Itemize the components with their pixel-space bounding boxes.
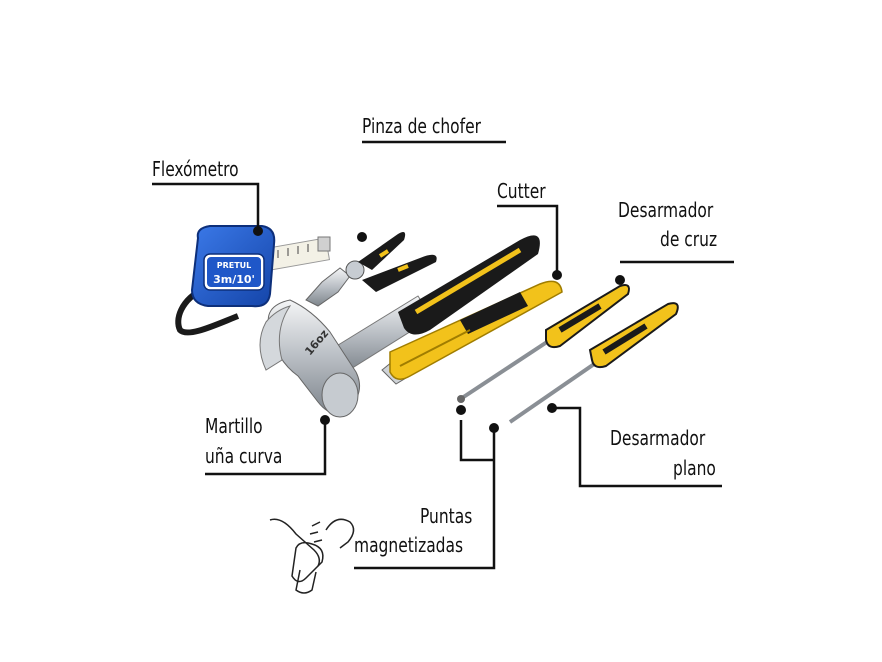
- label-flexometro: Flexómetro: [152, 157, 239, 181]
- label-desarmador-plano-line1: Desarmador: [610, 426, 706, 450]
- cutter-knife: [381, 280, 563, 385]
- label-puntas-line2: magnetizadas: [354, 533, 464, 557]
- phillips-screwdriver: [457, 284, 630, 403]
- dot-cutter: [552, 270, 562, 280]
- dot-phillips: [615, 275, 625, 285]
- magnetic-tip-icon: [269, 518, 355, 594]
- dot-tip-1: [456, 405, 466, 415]
- label-desarmador-cruz-line1: Desarmador: [618, 198, 714, 222]
- tape-size-text: 3m/10': [213, 273, 255, 286]
- label-martillo-line2: uña curva: [205, 444, 283, 468]
- dot-hammer: [320, 415, 330, 425]
- label-desarmador-cruz-line2: de cruz: [660, 227, 718, 251]
- dot-tip-2: [489, 423, 499, 433]
- label-puntas-line1: Puntas: [420, 504, 473, 528]
- pliers: [305, 232, 437, 307]
- hammer: 16oz: [259, 235, 540, 418]
- dot-pliers: [357, 232, 367, 242]
- leader-dots: [253, 226, 625, 433]
- tape-brand-text: PRETUL: [217, 261, 252, 270]
- label-pinza-de-chofer: Pinza de chofer: [362, 114, 481, 138]
- dot-tape: [253, 226, 263, 236]
- label-desarmador-plano-line2: plano: [673, 456, 716, 480]
- flat-screwdriver: [508, 302, 679, 424]
- label-martillo-line1: Martillo: [205, 414, 263, 438]
- tape-measure: PRETUL 3m/10': [175, 225, 331, 336]
- dot-flat: [547, 403, 557, 413]
- leader-lines: [152, 140, 734, 570]
- label-cutter: Cutter: [497, 179, 546, 203]
